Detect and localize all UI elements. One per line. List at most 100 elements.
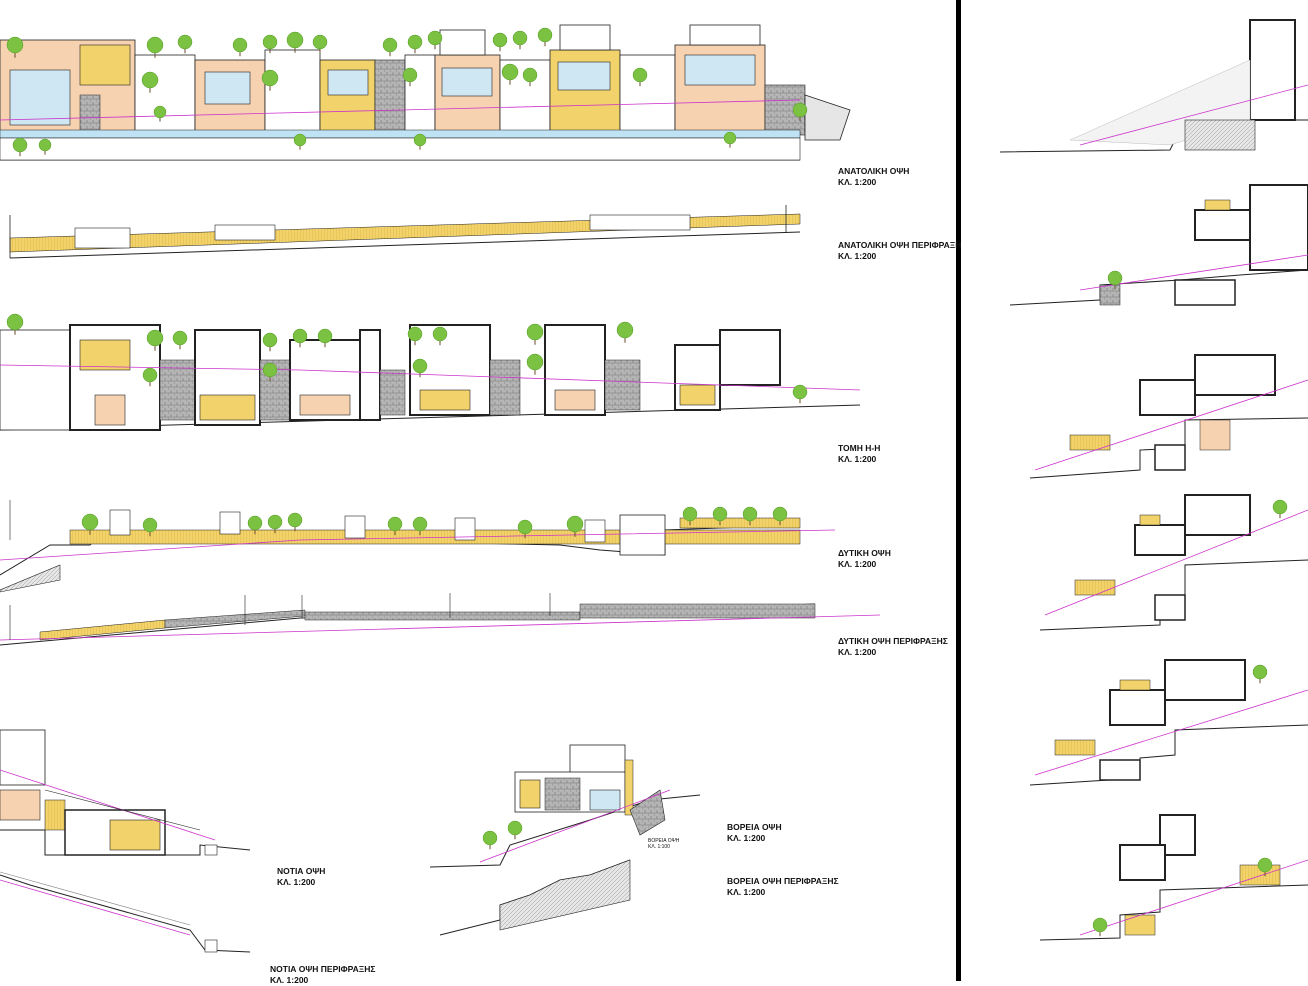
site-section-3 <box>1029 354 1308 479</box>
label-south-elevation: ΝΟΤΙΑ ΟΨΗ ΚΛ. 1:200 <box>277 866 325 888</box>
west-fence-drawing <box>0 593 881 646</box>
tree-icon <box>537 27 553 47</box>
tree-icon <box>142 517 158 537</box>
tree-icon <box>172 330 188 350</box>
label-title: ΒΟΡΕΙΑ ΟΨΗ <box>648 838 680 844</box>
tree-icon <box>153 105 167 122</box>
label-title: ΔΥΤΙΚΗ ΟΨΗ <box>838 548 891 558</box>
west-elevation-drawing <box>0 500 836 593</box>
tree-icon <box>1252 664 1268 684</box>
label-scale: ΚΛ. 1:200 <box>838 454 877 464</box>
tree-icon <box>526 323 544 345</box>
tree-icon <box>632 67 648 87</box>
label-west-fence: ΔΥΤΙΚΗ ΟΨΗ ΠΕΡΙΦΡΑΞΗΣ ΚΛ. 1:200 <box>838 636 948 658</box>
tree-icon <box>6 36 24 58</box>
tree-icon <box>507 820 523 840</box>
label-title: ΝΟΤΙΑ ΟΨΗ <box>277 866 326 876</box>
tree-icon <box>247 515 263 535</box>
tree-icon <box>317 328 333 348</box>
label-title: ΒΟΡΕΙΑ ΟΨΗ ΠΕΡΙΦΡΑΞΗΣ <box>727 876 839 886</box>
label-scale: ΚΛ. 1:200 <box>838 647 877 657</box>
tree-icon <box>1092 917 1108 937</box>
south-fence-drawing <box>0 871 251 953</box>
section-hh-drawing <box>0 324 861 431</box>
label-scale: ΚΛ. 1:200 <box>727 833 766 843</box>
label-west-elevation: ΔΥΤΙΚΗ ΟΨΗ ΚΛ. 1:200 <box>838 548 891 570</box>
label-scale: ΚΛ. 1:200 <box>727 887 766 897</box>
tree-icon <box>792 102 808 122</box>
tree-icon <box>262 34 278 54</box>
tree-icon <box>232 37 248 57</box>
tree-icon <box>712 506 728 526</box>
tree-icon <box>616 321 634 343</box>
site-section-4 <box>1039 494 1308 631</box>
tree-icon <box>262 362 278 382</box>
tree-icon <box>387 516 403 536</box>
tree-icon <box>772 506 788 526</box>
site-sections-column <box>999 19 1308 941</box>
label-title: ΔΥΤΙΚΗ ΟΨΗ ΠΕΡΙΦΡΑΞΗΣ <box>838 636 948 646</box>
label-south-fence: ΝΟΤΙΑ ΟΨΗ ΠΕΡΙΦΡΑΞΗΣ ΚΛ. 1:200 <box>270 964 376 986</box>
tree-icon <box>292 328 308 348</box>
label-scale: ΚΛ. 1:200 <box>838 177 877 187</box>
label-north-small-note: ΒΟΡΕΙΑ ΟΨΗ ΚΛ. 1:100 <box>648 838 679 850</box>
tree-icon <box>146 36 164 58</box>
tree-icon <box>413 133 427 150</box>
tree-icon <box>412 358 428 378</box>
tree-icon <box>1107 270 1123 290</box>
tree-icon <box>142 367 158 387</box>
tree-icon <box>293 133 307 150</box>
tree-icon <box>566 515 584 537</box>
tree-icon <box>141 71 159 93</box>
label-section-hh: ΤΟΜΗ Η-Η ΚΛ. 1:200 <box>838 443 880 465</box>
tree-icon <box>432 326 448 346</box>
tree-icon <box>261 69 279 91</box>
tree-icon <box>312 34 328 54</box>
tree-icon <box>1257 857 1273 877</box>
tree-icon <box>482 830 498 850</box>
tree-icon <box>262 332 278 352</box>
label-title: ΝΟΤΙΑ ΟΨΗ ΠΕΡΙΦΡΑΞΗΣ <box>270 964 376 974</box>
label-north-fence: ΒΟΡΕΙΑ ΟΨΗ ΠΕΡΙΦΡΑΞΗΣ ΚΛ. 1:200 <box>727 876 839 898</box>
tree-icon <box>177 34 193 54</box>
label-scale: ΚΛ. 1:200 <box>270 975 309 985</box>
tree-icon <box>517 519 533 539</box>
tree-icon <box>382 37 398 57</box>
tree-icon <box>682 506 698 526</box>
south-elevation-drawing <box>0 729 251 856</box>
label-north-elevation: ΒΟΡΕΙΑ ΟΨΗ ΚΛ. 1:200 <box>727 822 782 844</box>
tree-icon <box>427 30 443 50</box>
tree-icon <box>742 506 758 526</box>
tree-icon <box>492 32 508 52</box>
tree-icon <box>412 516 428 536</box>
tree-icon <box>407 326 423 346</box>
tree-icon <box>146 329 164 351</box>
tree-icon <box>723 131 737 148</box>
tree-icon <box>501 63 519 85</box>
site-section-1 <box>999 19 1308 153</box>
site-section-5 <box>1029 659 1308 786</box>
trees-group <box>6 27 1288 937</box>
tree-icon <box>1272 499 1288 519</box>
label-east-elevation: ΑΝΑΤΟΛΙΚΗ ΟΨΗ ΚΛ. 1:200 <box>838 166 909 188</box>
north-fence-drawing <box>439 859 631 936</box>
tree-icon <box>38 138 52 155</box>
label-title: ΑΝΑΤΟΛΙΚΗ ΟΨΗ ΠΕΡΙΦΡΑΞΗ <box>838 240 962 250</box>
north-elevation-drawing <box>429 744 701 868</box>
site-section-2 <box>1009 184 1308 306</box>
tree-icon <box>81 513 99 535</box>
label-scale: ΚΛ. 1:200 <box>277 877 316 887</box>
tree-icon <box>287 512 303 532</box>
tree-icon <box>407 34 423 54</box>
label-scale: ΚΛ. 1:200 <box>838 251 877 261</box>
east-fence-drawing <box>9 205 801 259</box>
label-east-fence: ΑΝΑΤΟΛΙΚΗ ΟΨΗ ΠΕΡΙΦΡΑΞΗ ΚΛ. 1:200 <box>838 240 961 262</box>
tree-icon <box>792 384 808 404</box>
tree-icon <box>6 313 24 335</box>
tree-icon <box>402 67 418 87</box>
label-title: ΑΝΑΤΟΛΙΚΗ ΟΨΗ <box>838 166 910 176</box>
tree-icon <box>12 137 28 157</box>
tree-icon <box>512 30 528 50</box>
site-section-6 <box>1039 814 1308 941</box>
